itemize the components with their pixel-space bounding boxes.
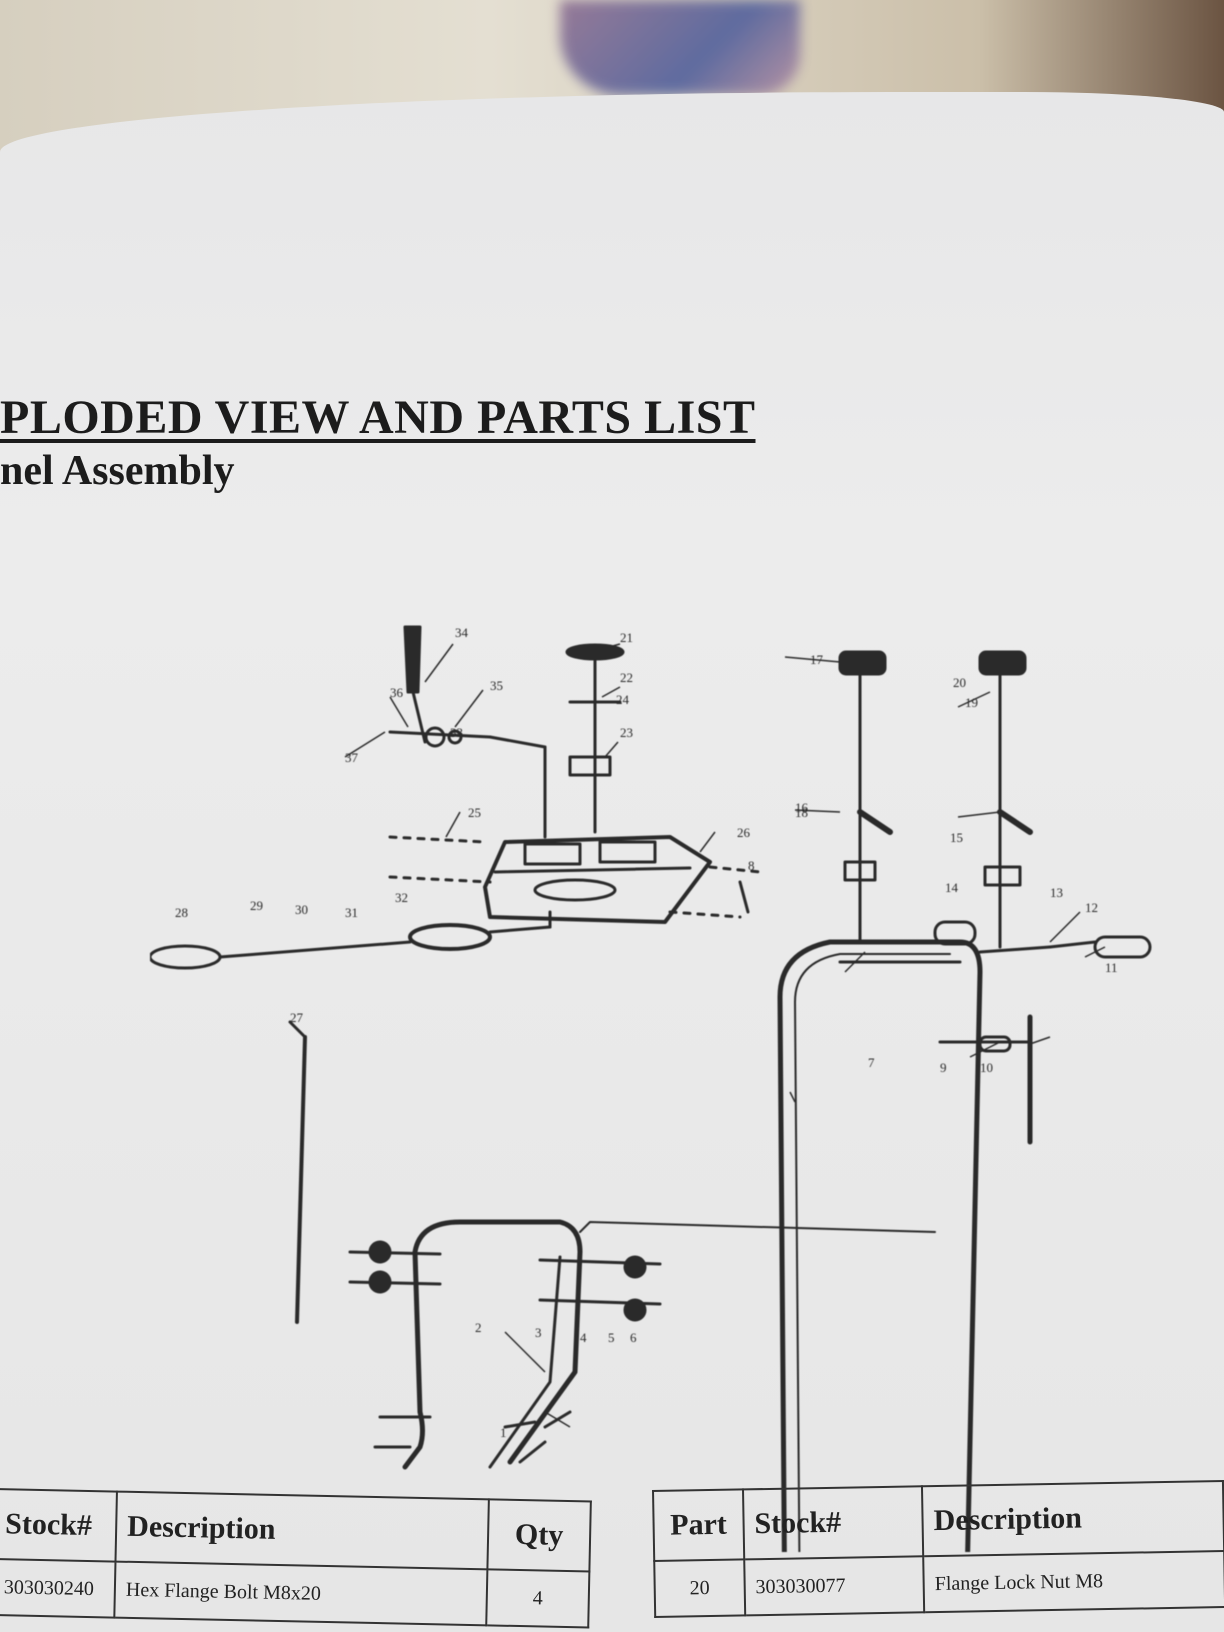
page-heading: PLODED VIEW AND PARTS LIST (0, 391, 756, 444)
callout-number: 9 (940, 1060, 947, 1075)
callout-number: 29 (250, 898, 263, 913)
exploded-view-drawing: 1234567891011121314151617181920212223242… (148, 625, 1152, 1632)
callout-number: 34 (455, 625, 469, 640)
callout-number: 10 (980, 1060, 993, 1075)
header-qty: Qty (487, 1499, 591, 1572)
callout-number: 2 (475, 1320, 482, 1335)
callout-number: 30 (295, 902, 308, 917)
callout-number: 36 (390, 685, 404, 700)
table-row: 20 303030077 Flange Lock Nut M8 (654, 1551, 1224, 1617)
lower-handle (402, 1219, 583, 1470)
callout-number: 25 (468, 805, 481, 820)
table-row: 303030240 Hex Flange Bolt M8x20 4 (0, 1559, 590, 1628)
callout-number: 28 (175, 905, 188, 920)
header-stock: Stock# (0, 1489, 117, 1562)
callout-number: 23 (620, 725, 633, 740)
background-object (560, 0, 800, 95)
callout-number: 17 (810, 652, 824, 667)
callout-number: 15 (950, 830, 963, 845)
callout-number: 33 (450, 725, 463, 740)
callout-number: 6 (630, 1330, 637, 1345)
callout-number: 20 (953, 675, 966, 690)
callout-number: 37 (345, 750, 359, 765)
callout-number: 8 (748, 858, 755, 873)
parts-table-right: Part Stock# Description 20 303030077 Fla… (652, 1480, 1224, 1618)
cable-ring (408, 923, 492, 951)
header-stock: Stock# (742, 1486, 924, 1560)
callout-number: 24 (616, 692, 630, 707)
cable-lever-right (978, 650, 1027, 676)
header-part: Part (653, 1489, 745, 1561)
callout-number: 32 (395, 890, 408, 905)
cell-description: Flange Lock Nut M8 (923, 1551, 1224, 1613)
callout-number: 13 (1050, 885, 1063, 900)
callout-number: 22 (620, 670, 633, 685)
parts-table-left: Stock# Description Qty 303030240 Hex Fla… (0, 1488, 592, 1628)
callout-number: 11 (1105, 960, 1118, 975)
callout-number: 35 (490, 678, 503, 693)
upper-handle (777, 939, 983, 1632)
callout-number: 31 (345, 905, 358, 920)
cell-qty: 4 (486, 1569, 590, 1628)
cell-stock: 303030240 (0, 1559, 116, 1618)
cell-part: 20 (654, 1559, 746, 1617)
callout-number: 12 (1085, 900, 1098, 915)
callout-number: 26 (737, 825, 751, 840)
header-description: Description (922, 1481, 1224, 1557)
cell-description: Hex Flange Bolt M8x20 (114, 1561, 488, 1626)
callout-number: 27 (290, 1010, 304, 1025)
manual-page: PLODED VIEW AND PARTS LIST nel Assembly (0, 92, 1224, 1632)
section-subheading: nel Assembly (0, 448, 235, 494)
callout-number: 16 (795, 800, 809, 815)
callout-number: 4 (580, 1330, 587, 1345)
callout-number: 7 (868, 1055, 875, 1070)
control-panel-housing (483, 835, 712, 924)
lever-knob (403, 625, 422, 694)
cable-lever-left (838, 650, 887, 676)
callout-number: 5 (608, 1330, 615, 1345)
table-header-row: Part Stock# Description (653, 1481, 1224, 1561)
cell-stock: 303030077 (744, 1556, 925, 1616)
callout-number: 3 (535, 1325, 542, 1340)
control-knob (565, 643, 625, 661)
callout-number: 21 (620, 630, 633, 645)
callout-number: 19 (965, 695, 978, 710)
callout-number: 18 (795, 805, 808, 820)
control-rod (295, 1035, 307, 1324)
table-header-row: Stock# Description Qty (0, 1489, 591, 1572)
callout-number: 1 (500, 1425, 507, 1440)
lever-rod (488, 735, 547, 749)
callout-number: 14 (945, 880, 959, 895)
header-description: Description (115, 1491, 489, 1570)
